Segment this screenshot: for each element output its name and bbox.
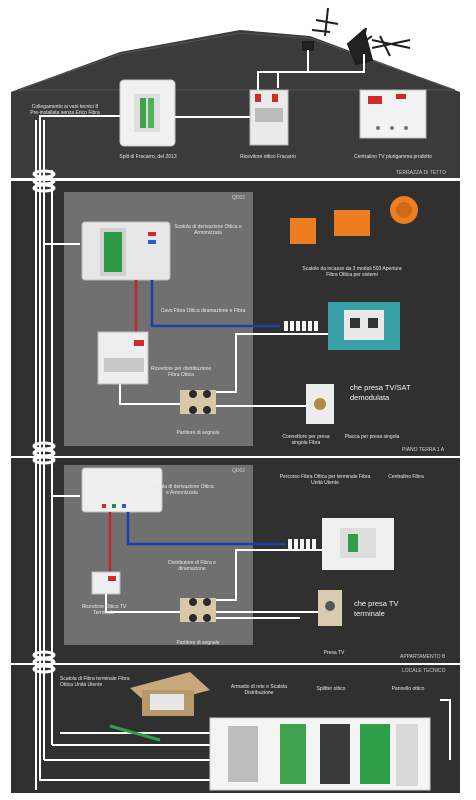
corrugated-conduit-2-icon [288,539,316,549]
basement-kit-caption: Scatola di Fibra terminale Fibra Ottica … [60,676,130,688]
floor2-top-caption: Percorso Fibra Ottica per terminale Fibr… [279,474,371,486]
floor1-tag: QD02 [232,195,246,201]
orange-boxes-icon [290,196,418,244]
floor1-tvsat-title: che presa TV/SAT [350,383,411,392]
floor1-socket-caption: Connettore per presa singola Fibra [282,434,330,446]
junction-box-icon [81,221,171,281]
corrugated-conduit-icon [284,321,318,331]
junction-box-2-icon [81,467,163,513]
receiver-2-icon [91,571,121,595]
basement-right-cables [440,699,451,760]
basement-cab3-caption: Pannello ottico [391,686,425,692]
roof-left-caption: Collegamento ai vani tecnici 8 Pre-insta… [30,104,100,116]
floor1-tvsat-subtitle: demodulata [350,393,390,402]
blue-cable-2 [126,512,286,546]
floor1-orange-caption: Scatole da incasso da 3 moduli 503 Apert… [302,266,402,278]
fiber-kit-icon [109,672,210,742]
tvsat-plate-icon [328,302,400,350]
floor1-floor-tag: PIANO TERRA 1 A [402,447,445,453]
floor2-white-cables [105,549,322,619]
cable-coil-icon [32,169,56,674]
floor2-floor-tag: APPARTAMENTO B [400,654,446,660]
amplifier-icon [359,89,427,139]
roof-amp-caption: Centralino TV plurigamma prodotto [354,154,432,160]
basement-cab1-caption: Armadio di rete e Scatola Distribuzione [230,684,288,696]
floor2-tv-subtitle: terminale [354,609,385,618]
antenna-icon [302,7,411,66]
floor2-splitter-caption: Partitore di segnale [176,640,220,646]
floor1-cable-caption: Cavo Fibra Ottica diramazione e Fibra [160,308,246,314]
splitter-2-icon [180,598,216,622]
rack-cabinet-icon [209,717,431,791]
floor1-receiver-caption: Ricevitore per distribuzione Fibra Ottic… [150,366,212,378]
blue-cable [150,280,280,328]
roof-floor-tag: TERRAZZA DI TETTO [396,170,447,176]
floor2-cable-caption: Distributore di Fibra e diramazione [168,560,216,572]
floor1-plate-caption: Placca per presa singola [344,434,400,440]
floor2-receiver-caption: Ricevitore Ottico TV Terminale [81,604,127,616]
floor1-splitter-caption: Partitore di segnale [176,430,220,436]
floor2-tv-title: che presa TV [354,599,399,608]
optical-box-icon [119,79,176,147]
floor2-top-caption2: Centralino Fibra [388,474,424,480]
basement-floor-tag: LOCALE TECNICO [402,668,446,674]
floor1-box-caption: Scatola di derivazione Ottica e Armonizz… [174,224,242,236]
roof-optical-caption: Ricevitore ottico Fracarro [240,154,296,160]
tv-socket-icon [318,590,342,626]
floor2-tag: QD02 [232,468,246,474]
receiver-icon [249,89,289,146]
basement-cab2-caption: Splitter ottico [316,686,346,692]
single-socket-icon [306,384,334,424]
floor1-white-cables [119,333,330,407]
splitter-icon [180,390,216,414]
floor2-tv-tag: Presa TV [323,650,345,656]
optical-receiver-icon [97,331,149,385]
roof-splitter-caption: Split di Fracarro, del 2013 [119,154,177,160]
tv-plate-icon [322,518,394,570]
floor2-box-caption: Scatola di derivazione Ottica e Armonizz… [150,484,214,496]
